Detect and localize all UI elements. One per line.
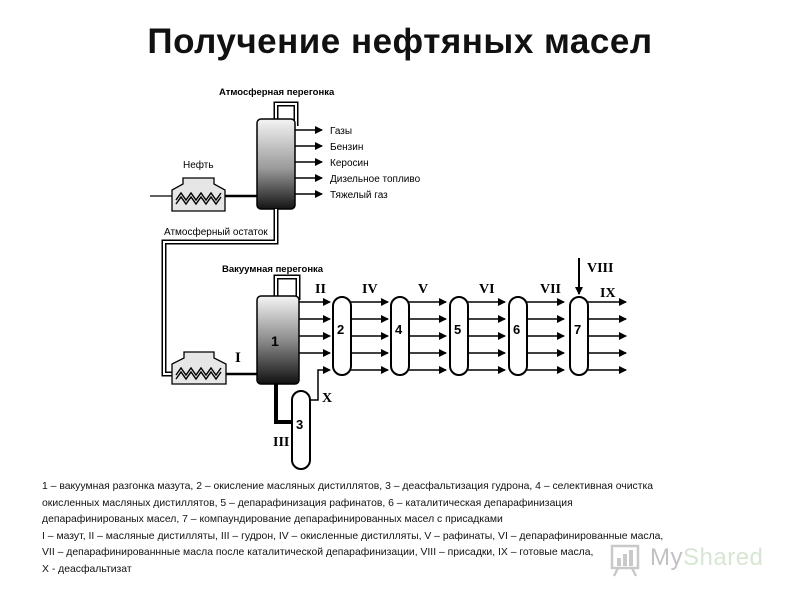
stream-label-X: X <box>322 391 332 406</box>
unit-label: 2 <box>337 322 344 337</box>
watermark-text: My <box>650 544 683 571</box>
atm-column <box>256 118 296 210</box>
unit-3 <box>291 390 311 470</box>
unit-label: 7 <box>574 322 581 337</box>
page-title: Получение нефтяных масел <box>147 22 653 61</box>
atm-output-label: Газы <box>330 126 352 137</box>
oil-label: Нефть <box>183 159 214 171</box>
vac-title: Вакуумная перегонка <box>222 264 324 275</box>
atm-output-label: Бензин <box>330 142 363 153</box>
stream-label-IV: IV <box>362 282 378 297</box>
atm-output-label: Керосин <box>330 158 369 169</box>
caption-line: депарафинированых масел, 7 – компаундиро… <box>42 514 503 525</box>
caption-line: VII – депарафинированнные масла после ка… <box>42 547 594 558</box>
unit-label: 3 <box>296 417 303 432</box>
stream-label-VII: VII <box>540 282 561 297</box>
vac-furnace <box>171 351 227 385</box>
unit-label: 1 <box>271 333 279 349</box>
process-diagram: Атмосферная перегонка Газы Бензин Кероси… <box>150 87 627 470</box>
stream-label-I: I <box>235 350 241 366</box>
atm-title: Атмосферная перегонка <box>219 87 335 98</box>
caption-line: I – мазут, II – масляные дистилляты, III… <box>42 530 664 542</box>
unit-label: 6 <box>513 322 520 337</box>
stream-label-V: V <box>418 282 428 297</box>
arrows-1-2 <box>299 298 331 357</box>
stream-label-VIII: VIII <box>587 261 613 276</box>
arrows-6-7 <box>527 298 565 374</box>
arrows-5-6 <box>468 298 506 374</box>
caption-line: X - деасфальтизат <box>42 563 132 575</box>
residue-label: Атмосферный остаток <box>164 226 268 238</box>
stream-label-IX: IX <box>600 286 616 301</box>
stream-label-III: III <box>273 435 289 450</box>
watermark: MyShared <box>610 540 780 580</box>
stream-label-II: II <box>315 282 326 297</box>
atm-output-label: Дизельное топливо <box>330 174 421 185</box>
caption-line: окисленных масляных дистиллятов, 5 – деп… <box>42 497 573 509</box>
stream-label-VI: VI <box>479 282 495 297</box>
arrows-7-out <box>588 298 627 374</box>
unit-label: 4 <box>395 322 403 337</box>
arrows-4-5 <box>409 298 447 374</box>
arrows-2-4 <box>351 298 389 374</box>
unit-label: 5 <box>454 322 461 337</box>
atm-output-label: Тяжелый газ <box>330 190 388 201</box>
caption-line: 1 – вакуумная разгонка мазута, 2 – окисл… <box>42 481 654 492</box>
caption: 1 – вакуумная разгонка мазута, 2 – окисл… <box>42 479 742 578</box>
atm-furnace <box>171 177 226 212</box>
chart-logo-icon <box>610 544 640 577</box>
watermark-text: Shared <box>683 544 764 571</box>
